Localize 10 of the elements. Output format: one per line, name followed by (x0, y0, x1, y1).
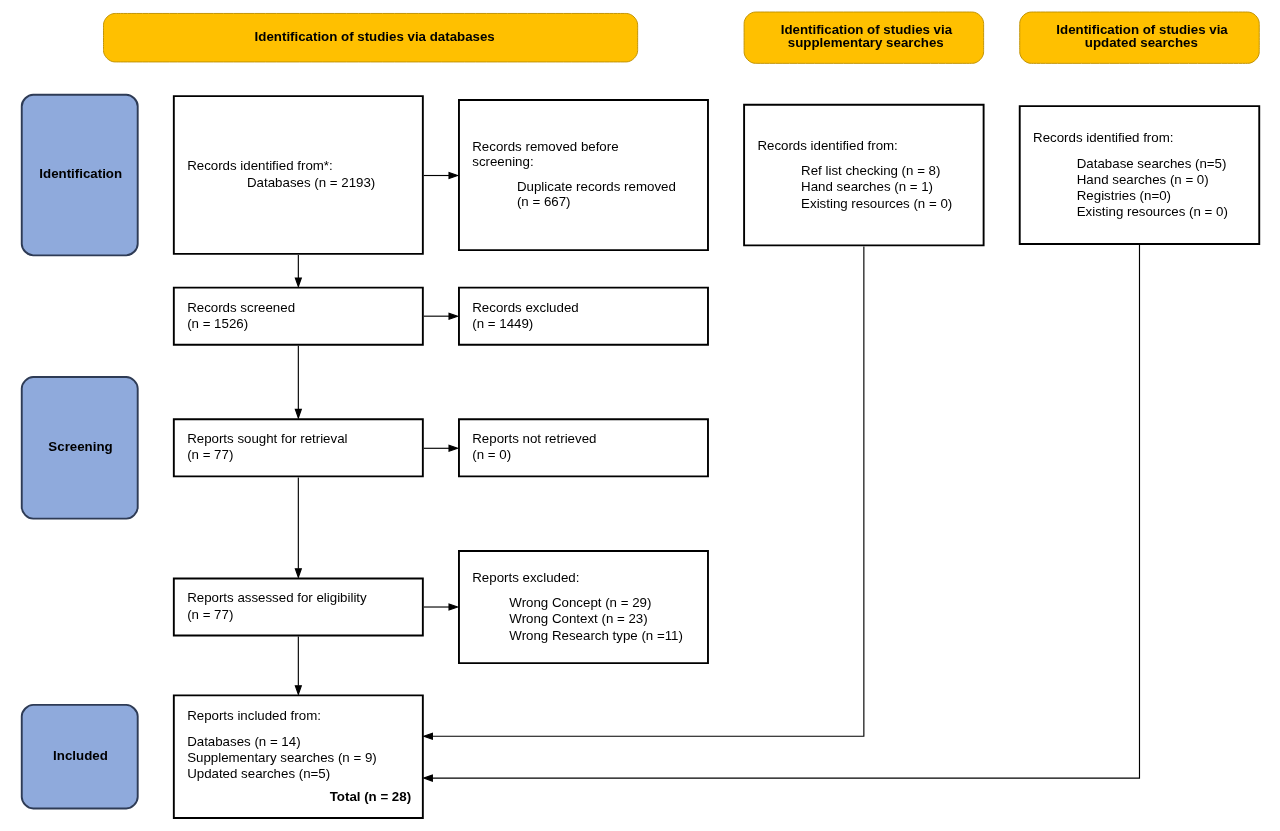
arrow (294, 345, 302, 420)
arrow (294, 636, 302, 697)
arrow (294, 254, 302, 289)
arrow (421, 244, 1140, 782)
arrow (422, 312, 459, 320)
arrow (294, 476, 302, 580)
arrow (421, 245, 864, 741)
arrow (422, 444, 459, 453)
arrow (422, 603, 459, 611)
arrow (422, 171, 459, 180)
